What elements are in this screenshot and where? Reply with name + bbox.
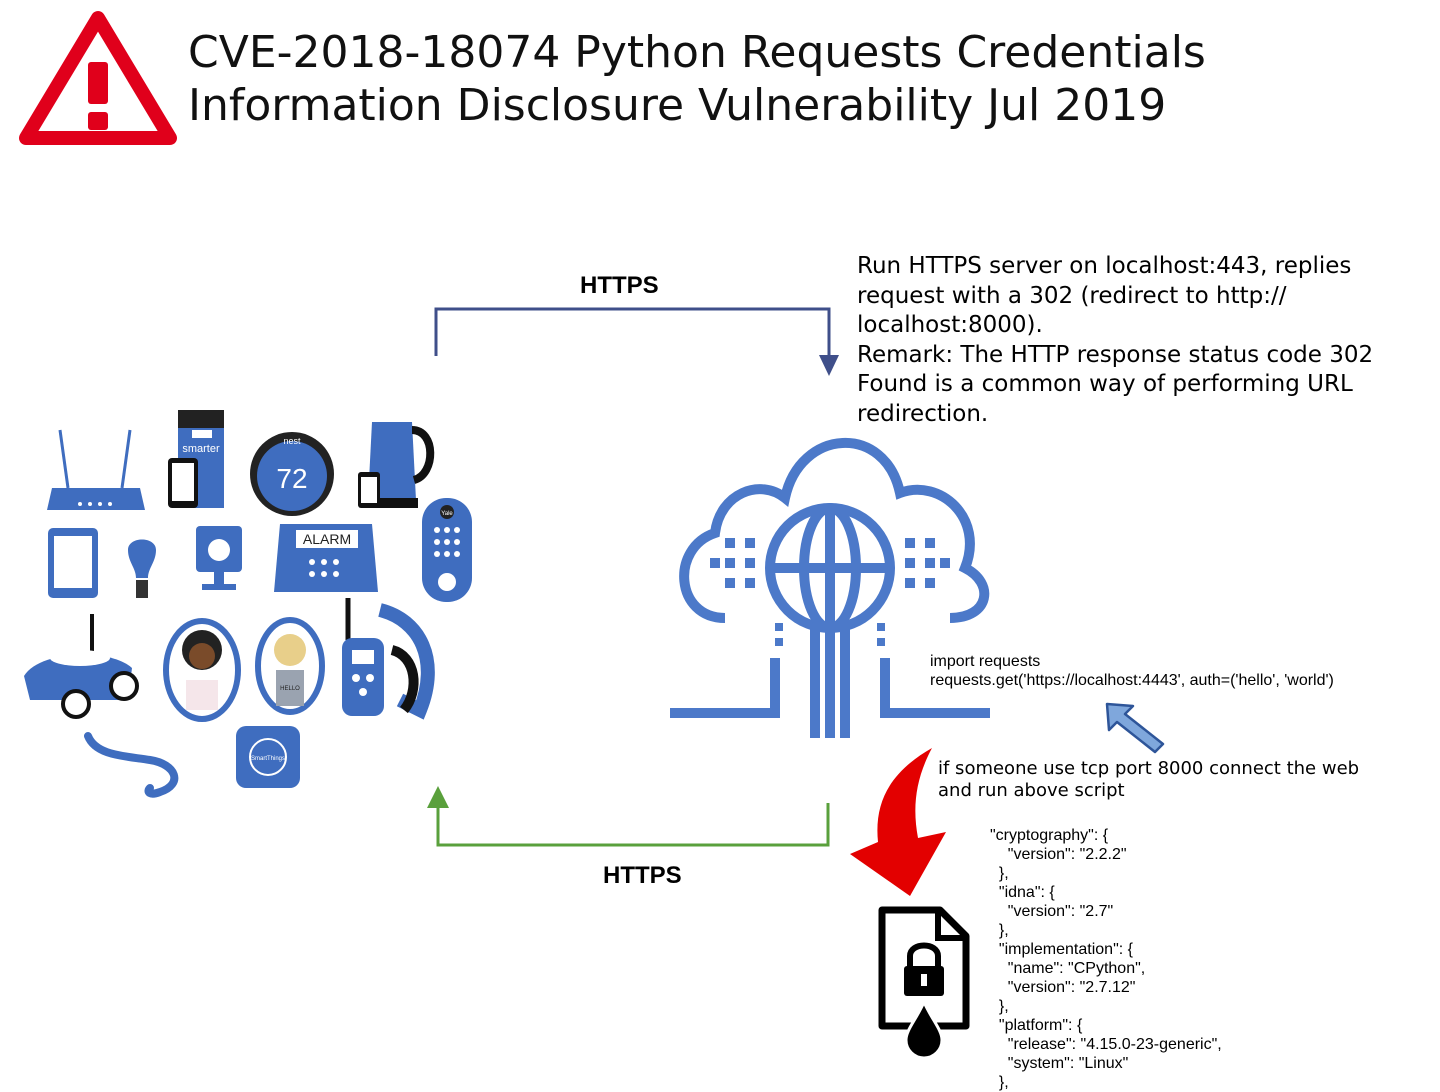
- security-camera-icon: [196, 526, 242, 590]
- kettle-icon: [358, 422, 435, 508]
- json-output: "cryptography": { "version": "2.2.2" }, …: [990, 827, 1222, 1091]
- doll-barbie-icon: HELLO: [255, 617, 325, 715]
- https-label-bottom: HTTPS: [603, 862, 682, 889]
- smart-bulb-icon: [128, 539, 156, 598]
- alarm-panel-icon: ALARM: [274, 524, 378, 592]
- router-icon: [47, 429, 145, 510]
- page-title: CVE-2018-18074 Python Requests Credentia…: [188, 26, 1206, 132]
- server-note-line: localhost:8000).: [857, 312, 1043, 339]
- alarm-label: ALARM: [303, 531, 351, 547]
- pointer-arrow-icon: [1105, 702, 1165, 754]
- title-line-1: CVE-2018-18074 Python Requests Credentia…: [188, 27, 1206, 78]
- iot-devices-cluster: smarter nest 72 ALARM Yale: [24, 410, 472, 798]
- thermostat-brand: nest: [283, 436, 301, 446]
- condition-line-1: if someone use tcp port 8000 connect the…: [938, 758, 1360, 779]
- cloud-server-icon: [670, 438, 990, 738]
- server-note-line: Run HTTPS server on localhost:443, repli…: [857, 253, 1352, 279]
- hub-brand: SmartThings: [251, 756, 285, 762]
- curved-arrow-icon: [850, 748, 946, 896]
- smart-lock-icon: Yale: [422, 498, 472, 602]
- doll-boy-icon: [163, 618, 241, 722]
- coffee-machine-icon: smarter: [168, 410, 224, 508]
- smartthings-hub-icon: SmartThings: [236, 726, 300, 788]
- server-note: Run HTTPS server on localhost:443, repli…: [857, 252, 1373, 430]
- thermostat-temp: 72: [276, 463, 307, 494]
- robot-snake-icon: [84, 732, 179, 798]
- robot-car-icon: [24, 614, 139, 719]
- thermostat-icon: nest 72: [250, 432, 334, 516]
- title-line-2: Information Disclosure Vulnerability Jul…: [188, 80, 1167, 131]
- server-note-line: request with a 302 (redirect to http://: [857, 282, 1287, 309]
- condition-line-2: and run above script: [938, 780, 1125, 801]
- doll-shirt-text: HELLO: [280, 686, 300, 692]
- script-line-2: requests.get('https://localhost:4443', a…: [930, 672, 1334, 689]
- condition-note: if someone use tcp port 8000 connect the…: [938, 758, 1359, 802]
- https-label-top: HTTPS: [580, 272, 659, 299]
- server-note-line: Found is a common way of performing URL: [857, 371, 1353, 398]
- lock-brand: Yale: [441, 511, 453, 517]
- server-note-line: redirection.: [857, 400, 989, 427]
- leaking-file-lock-icon: [878, 906, 970, 1060]
- warning-triangle-icon: [19, 11, 177, 145]
- coffee-brand: smarter: [182, 443, 220, 455]
- python-script: import requests requests.get('https://lo…: [930, 652, 1334, 690]
- server-note-line: Remark: The HTTP response status code 30…: [857, 341, 1374, 368]
- walkie-talkie-icon: [342, 598, 435, 720]
- script-line-1: import requests: [930, 653, 1041, 670]
